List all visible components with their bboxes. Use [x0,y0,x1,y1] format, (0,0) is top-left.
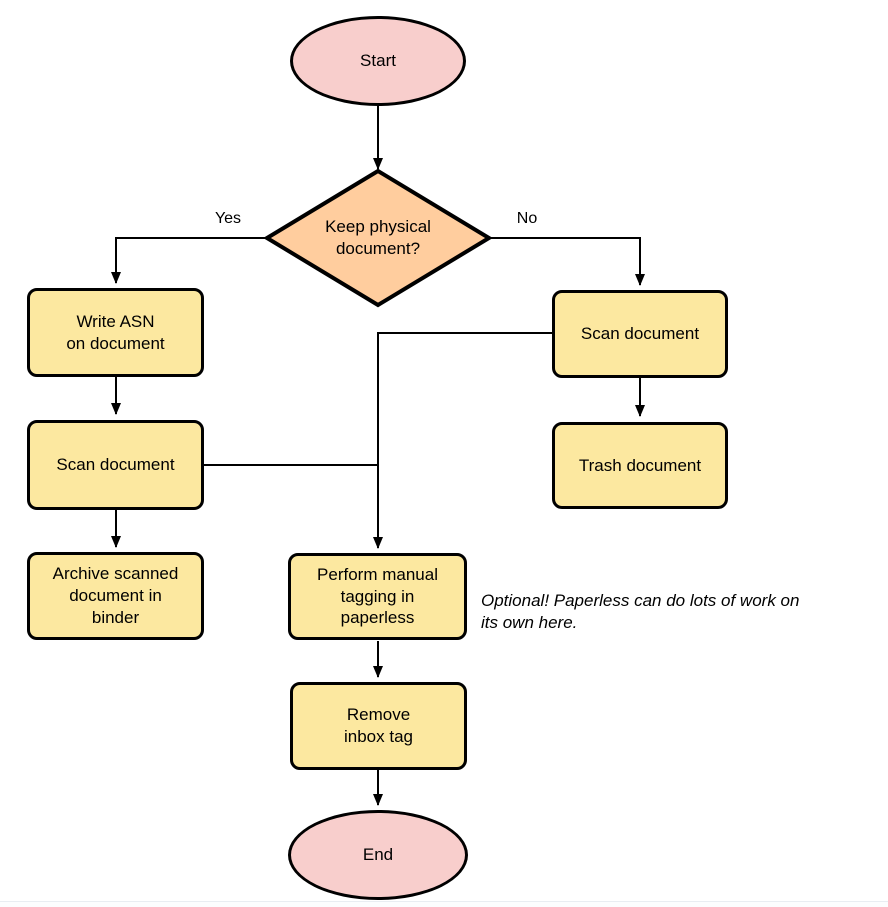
trash-document-node-label: Trash document [578,455,702,475]
remove-inbox-tag-node-label: Remove inbox tag [344,705,413,746]
trash-document-node: Trash document [552,422,728,509]
scan-document-left-node-label: Scan document [56,455,175,475]
archive-document-node-label: Archive scanned document in binder [52,564,179,627]
end-node-label: End [362,845,394,865]
archive-document-node: Archive scanned document in binder [27,552,204,640]
edge-decision-yes-to-write-asn [111,237,265,284]
start-node: Start [290,16,466,106]
manual-tagging-node-label: Perform manual tagging in paperless [317,564,438,628]
remove-inbox-tag-node: Remove inbox tag [290,682,467,770]
bottom-divider [0,901,888,907]
scan-document-left-node: Scan document [27,420,204,510]
edge-scan-right-to-tagging [373,332,552,549]
scan-document-right-node-label: Scan document [580,324,700,344]
end-node: End [288,810,468,900]
decision-node-label: Keep physical document? [325,216,431,258]
edge-label-yes: Yes [214,210,242,227]
edge-decision-no-to-scan-right [490,237,645,286]
manual-tagging-node: Perform manual tagging in paperless [288,553,467,640]
write-asn-node: Write ASN on document [27,288,204,377]
optional-note: Optional! Paperless can do lots of work … [481,591,800,633]
scan-document-right-node: Scan document [552,290,728,378]
write-asn-node-label: Write ASN on document [66,311,165,353]
edge-label-no: No [516,210,538,227]
start-node-label: Start [360,51,396,71]
